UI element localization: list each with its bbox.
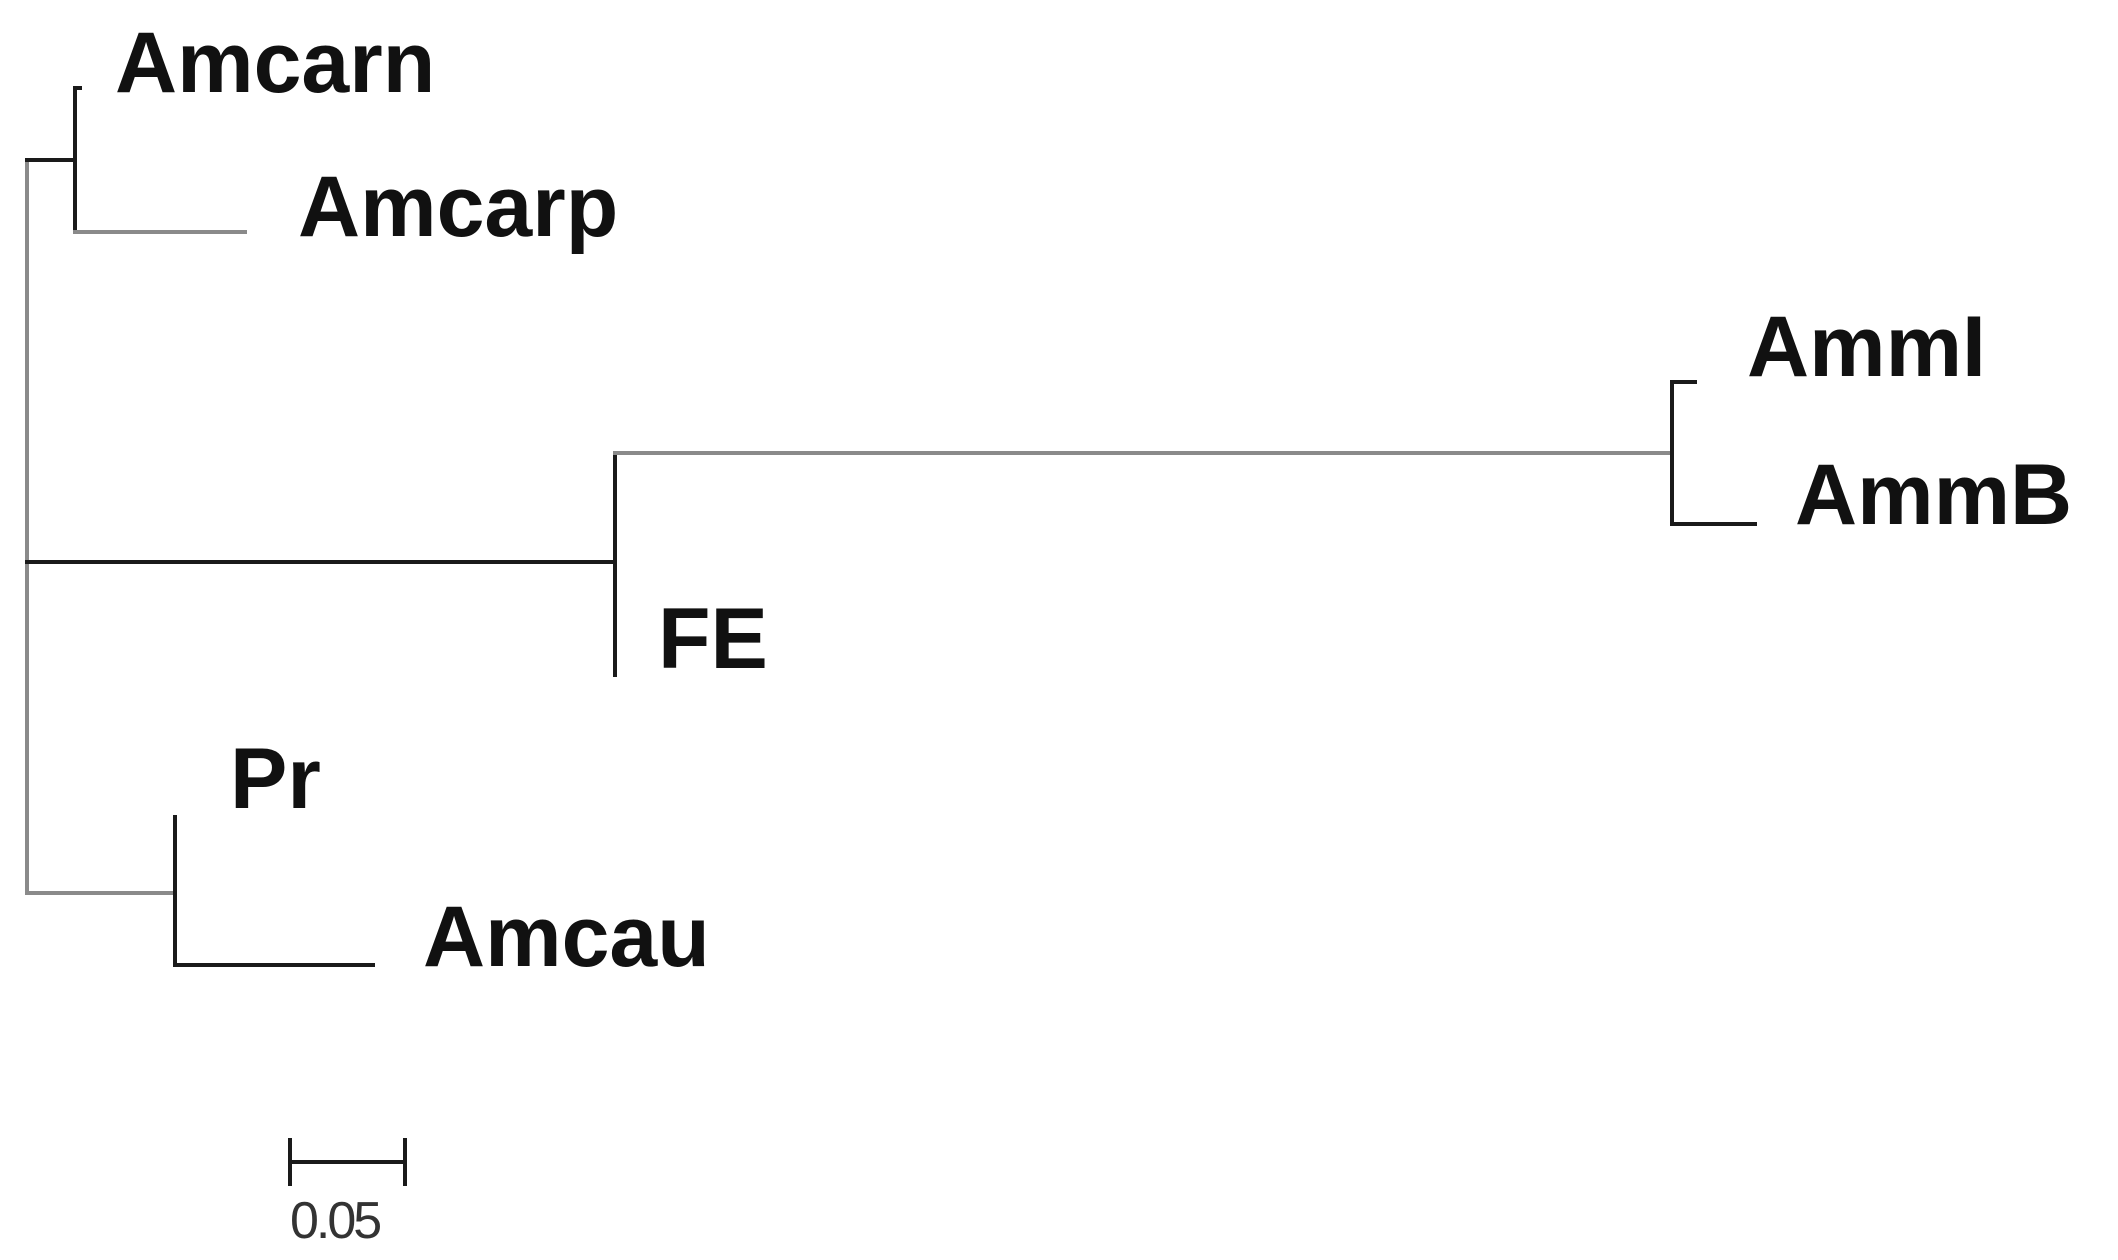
- taxon-label-fe: FE: [658, 591, 768, 687]
- scale-bar-label: 0.05: [290, 1192, 380, 1250]
- taxon-label-ammb: AmmB: [1795, 447, 2072, 543]
- taxon-label-amcarn: Amcarn: [115, 15, 435, 111]
- scale-bar: 0.05: [288, 1138, 407, 1250]
- taxon-label-amcau: Amcau: [423, 889, 710, 985]
- taxon-label-amcarp: Amcarp: [298, 159, 618, 255]
- taxon-label-amml: AmmI: [1747, 299, 1986, 395]
- taxon-label-pr: Pr: [230, 731, 321, 827]
